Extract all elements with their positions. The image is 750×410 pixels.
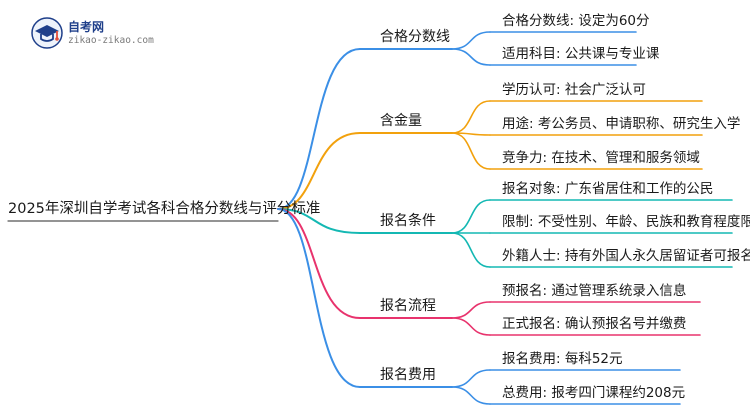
branch-fees: 报名费用 bbox=[380, 367, 436, 383]
branch-eligibility: 报名条件 bbox=[380, 213, 436, 229]
connector-eligibility-leaf-3 bbox=[451, 232, 491, 268]
logo-subtitle: zikao-zikao.com bbox=[68, 35, 154, 46]
connector-root-to-value bbox=[277, 132, 361, 210]
branch-value: 含金量 bbox=[380, 113, 422, 129]
leaf-process-2: 正式报名: 确认预报名号并缴费 bbox=[502, 316, 687, 332]
connector-passing-score-leaf-1 bbox=[451, 31, 491, 50]
mindmap-root: 2025年深圳自学考试各科合格分数线与评分标准 bbox=[8, 201, 321, 217]
connector-eligibility-leaf-1 bbox=[451, 199, 491, 234]
connector-fees-leaf-1 bbox=[451, 369, 491, 388]
leaf-fees-2: 总费用: 报考四门课程约208元 bbox=[502, 385, 686, 401]
branch-process: 报名流程 bbox=[380, 298, 436, 314]
leaf-process-1: 预报名: 通过管理系统录入信息 bbox=[502, 283, 687, 299]
logo-title: 自考网 bbox=[68, 20, 105, 34]
connector-value-leaf-3 bbox=[451, 132, 491, 170]
connector-root-to-passing-score bbox=[277, 48, 361, 210]
connector-passing-score-leaf-2 bbox=[451, 48, 491, 66]
connector-value-leaf-1 bbox=[451, 100, 491, 134]
leaf-value-1: 学历认可: 社会广泛认可 bbox=[502, 82, 646, 98]
leaf-eligibility-1: 报名对象: 广东省居住和工作的公民 bbox=[502, 181, 714, 197]
leaf-eligibility-3: 外籍人士: 持有外国人永久居留证者可报名 bbox=[502, 248, 750, 264]
leaf-value-3: 竞争力: 在技术、管理和服务领域 bbox=[502, 150, 700, 166]
graduation-cap-logo-icon bbox=[31, 17, 63, 49]
branch-passing-score: 合格分数线 bbox=[380, 29, 450, 45]
connector-process-leaf-2 bbox=[451, 317, 491, 336]
connector-root-to-fees bbox=[277, 208, 361, 388]
site-logo: 自考网 zikao-zikao.com bbox=[30, 16, 170, 50]
connector-root-to-eligibility bbox=[277, 208, 361, 234]
leaf-fees-1: 报名费用: 每科52元 bbox=[502, 351, 623, 367]
connector-fees-leaf-2 bbox=[451, 386, 491, 405]
leaf-eligibility-2: 限制: 不受性别、年龄、民族和教育程度限制 bbox=[502, 214, 750, 230]
connector-root-to-process bbox=[277, 208, 361, 319]
leaf-passing-score-2: 适用科目: 公共课与专业课 bbox=[502, 46, 660, 62]
connector-process-leaf-1 bbox=[451, 301, 491, 319]
leaf-value-2: 用途: 考公务员、申请职称、研究生入学 bbox=[502, 116, 741, 132]
leaf-passing-score-1: 合格分数线: 设定为60分 bbox=[502, 13, 650, 29]
